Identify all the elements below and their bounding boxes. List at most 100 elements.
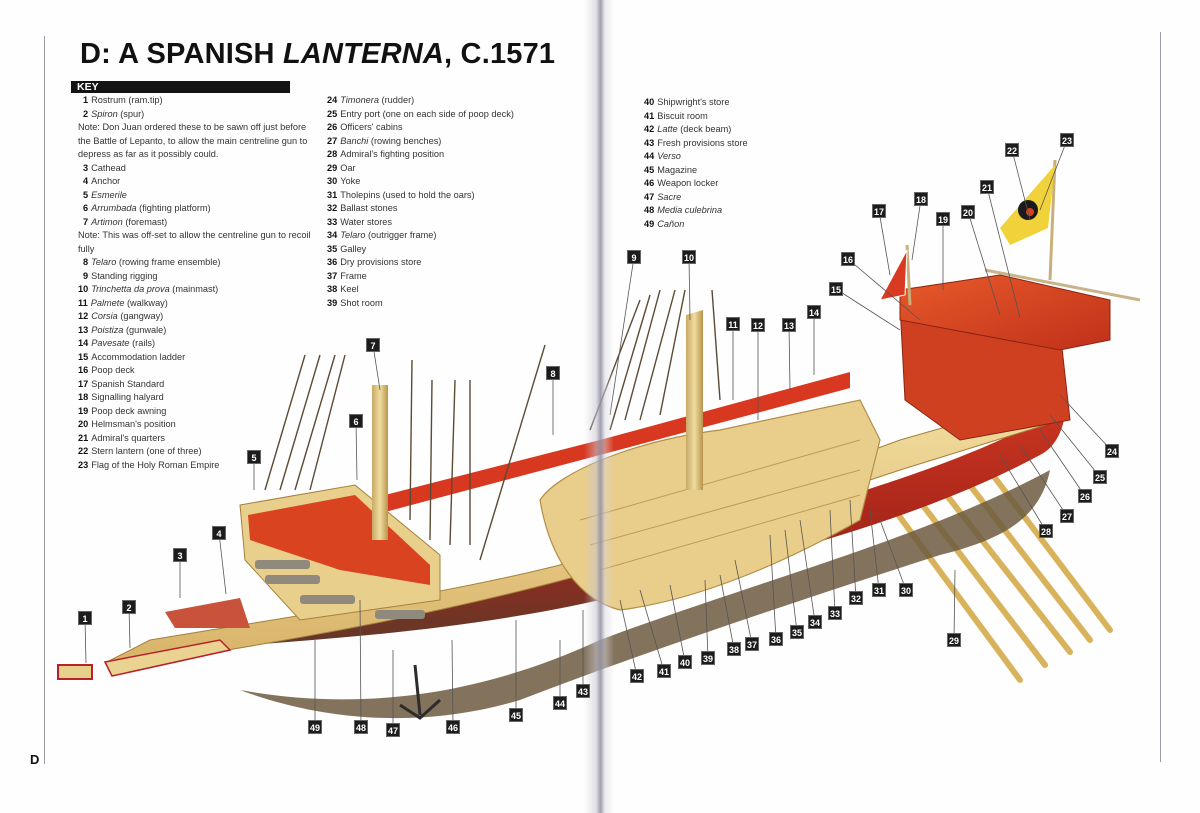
callout-badge: 4 (212, 526, 226, 540)
key-description: (fighting platform) (136, 203, 211, 213)
key-description: Stern lantern (one of three) (91, 446, 202, 456)
title-suffix: , C.1571 (444, 38, 556, 70)
spur (103, 639, 232, 677)
key-description: Officers' cabins (340, 122, 403, 132)
key-number: 28 (327, 149, 338, 159)
callout-badge: 7 (366, 338, 380, 352)
key-description: (gangway) (117, 311, 164, 321)
key-number: 37 (327, 270, 338, 281)
key-number: 49 (644, 218, 655, 229)
key-number: 48 (644, 205, 655, 215)
key-description: (rudder) (378, 95, 415, 105)
key-description: Spanish Standard (91, 378, 165, 389)
key-number: 29 (327, 162, 338, 173)
bow-guns (255, 560, 425, 619)
leader-line (999, 454, 1047, 532)
key-number: 45 (644, 164, 655, 175)
key-term: Spiron (91, 108, 118, 119)
callout-badge: 18 (914, 192, 929, 206)
key-description: Cathead (91, 162, 126, 173)
key-description: Flag of the Holy Roman Empire (91, 459, 220, 470)
leader-line (1019, 444, 1068, 517)
anchor (399, 664, 442, 720)
key-description: Ballast stones (340, 203, 398, 213)
red-rail-right (600, 372, 850, 455)
key-description: Keel (340, 284, 359, 294)
right-margin-rule (1160, 32, 1161, 762)
leader-line (719, 574, 735, 650)
callout-badge: 16 (841, 252, 856, 266)
key-description: Dry provisions store (340, 257, 422, 267)
callout-badge: 24 (1105, 444, 1120, 458)
key-description: Admiral's fighting position (340, 149, 445, 159)
key-number: 11 (78, 297, 88, 308)
callout-badge: 5 (247, 450, 261, 464)
key-description: Poop deck awning (91, 405, 167, 416)
key-description: (foremast) (122, 216, 168, 227)
key-number: 43 (644, 137, 655, 148)
leader-line (911, 198, 922, 261)
leader-line (688, 256, 691, 321)
callout-badge: 15 (829, 282, 844, 296)
key-term: Corsia (91, 311, 118, 321)
key-number: 33 (327, 216, 338, 227)
leader-line (734, 559, 753, 645)
title-italic: LANTERNA (282, 38, 445, 70)
leader-line (784, 529, 798, 633)
key-description: Fresh provisions store (657, 137, 748, 148)
left-margin-rule (44, 36, 45, 764)
key-number: 17 (78, 378, 89, 389)
leader-line (704, 579, 709, 659)
left-page (0, 0, 598, 813)
key-description: Helmsman's position (91, 419, 176, 429)
key-term: Poistiza (91, 324, 124, 335)
cutaway-section (539, 399, 881, 611)
callout-badge: 22 (1005, 143, 1020, 157)
key-number: 31 (327, 189, 338, 200)
callout-badge: 10 (682, 250, 697, 264)
key-description: Signalling halyard (91, 392, 164, 402)
leader-line (879, 519, 907, 591)
key-number: 36 (327, 257, 338, 267)
callout-badge: 46 (446, 720, 461, 734)
callout-badge: 31 (872, 583, 887, 597)
leader-line (1039, 429, 1086, 497)
key-note: Note: Don Juan ordered these to be sawn … (78, 122, 308, 159)
key-term: Timonera (340, 95, 379, 105)
leader-line (769, 534, 777, 640)
leader-line (1011, 149, 1031, 221)
key-number: 6 (83, 203, 89, 213)
callout-badge: 19 (936, 212, 951, 226)
poop-awning (899, 274, 1111, 351)
key-description: (walkway) (124, 297, 168, 308)
callout-badge: 27 (1060, 509, 1075, 523)
key-description: Standing rigging (91, 270, 158, 281)
red-rail-left (385, 440, 600, 512)
key-term: Latte (657, 124, 678, 134)
leader-line (84, 617, 87, 664)
leader-line (847, 258, 921, 321)
key-term: Banchi (340, 135, 369, 146)
callout-badge: 39 (701, 651, 716, 665)
leader-line (788, 324, 791, 391)
